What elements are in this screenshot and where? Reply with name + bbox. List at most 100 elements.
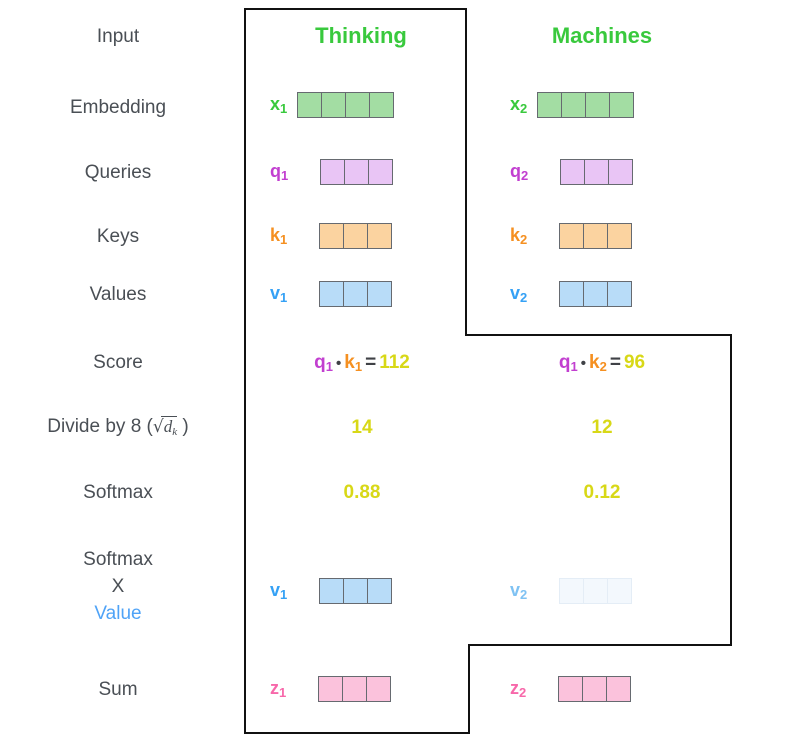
dot-product-operator: • bbox=[580, 355, 587, 372]
vector-cell bbox=[366, 676, 392, 702]
vector-tag-k1: k1 bbox=[270, 225, 287, 247]
vector-cell bbox=[344, 159, 370, 185]
vector-tag-subscript: 1 bbox=[280, 101, 288, 116]
vector-cell bbox=[609, 92, 635, 118]
vector-k2: k2 bbox=[510, 223, 633, 249]
score-k-term: k1 bbox=[344, 352, 363, 374]
vector-tag-letter: z bbox=[270, 678, 279, 698]
vector-tag-subscript: 2 bbox=[520, 101, 528, 116]
vector-x1: x1 bbox=[270, 92, 395, 118]
vector-cell bbox=[367, 578, 393, 604]
vector-tag-subscript: 2 bbox=[520, 587, 528, 602]
row-label-embedding: Embedding bbox=[69, 97, 167, 118]
vector-tag-v1: v1 bbox=[270, 283, 287, 305]
divide-result-col2: 12 bbox=[591, 417, 613, 438]
vector-cell bbox=[607, 281, 633, 307]
vector-cell bbox=[582, 676, 608, 702]
row-label-divide-by-8: Divide by 8 (√dk ) bbox=[0, 415, 236, 440]
vector-cell bbox=[368, 159, 394, 185]
vector-tag-v2-weighted: v2 bbox=[510, 580, 527, 602]
vector-cell bbox=[343, 578, 369, 604]
softmax-x-value-line3: Value bbox=[94, 602, 142, 624]
vector-cells-k2 bbox=[559, 223, 633, 249]
vector-weighted-v1: v1 bbox=[270, 578, 393, 604]
vector-cell bbox=[367, 223, 393, 249]
score-k-term: k2 bbox=[589, 352, 607, 374]
vector-tag-v1-weighted: v1 bbox=[270, 580, 287, 602]
score-result: 96 bbox=[623, 352, 646, 373]
vector-cell bbox=[345, 92, 371, 118]
vector-cell bbox=[583, 223, 609, 249]
vector-cell bbox=[319, 578, 345, 604]
vector-v2: v2 bbox=[510, 281, 633, 307]
dk-subscript: k bbox=[172, 426, 178, 438]
vector-weighted-v2: v2 bbox=[510, 578, 633, 604]
score-q-term: q1 bbox=[558, 352, 578, 374]
vector-cell bbox=[607, 223, 633, 249]
vector-tag-x2: x2 bbox=[510, 94, 527, 116]
vector-tag-letter: q bbox=[270, 161, 281, 181]
row-label-softmax: Softmax bbox=[83, 482, 153, 503]
vector-cell bbox=[559, 223, 585, 249]
row-label-score: Score bbox=[93, 352, 143, 373]
vector-q1: q1 bbox=[270, 159, 394, 185]
vector-tag-subscript: 2 bbox=[520, 232, 528, 247]
softmax-x-value-line1: Softmax bbox=[83, 549, 153, 570]
column-heading-machines: Machines bbox=[551, 23, 653, 48]
vector-tag-letter: v bbox=[510, 283, 521, 303]
vector-cell bbox=[559, 281, 585, 307]
vector-cells-v1-weighted bbox=[319, 578, 393, 604]
softmax-result-col1: 0.88 bbox=[343, 482, 381, 503]
row-label-sum: Sum bbox=[98, 679, 138, 700]
row-label-keys: Keys bbox=[96, 226, 140, 247]
vector-cell bbox=[583, 578, 609, 604]
vector-tag-subscript: 2 bbox=[519, 685, 527, 700]
vector-cell bbox=[607, 578, 633, 604]
score-q-term: q1 bbox=[314, 352, 333, 374]
dk-variable: d bbox=[163, 417, 173, 436]
vector-cell bbox=[297, 92, 323, 118]
row-label-queries: Queries bbox=[84, 162, 152, 183]
vector-cell bbox=[585, 92, 611, 118]
vector-x2: x2 bbox=[510, 92, 635, 118]
vector-tag-letter: v bbox=[270, 580, 281, 600]
vector-tag-letter: z bbox=[510, 678, 519, 698]
vector-tag-letter: k bbox=[510, 225, 521, 245]
divide-label-close: ) bbox=[182, 416, 189, 437]
vector-tag-subscript: 1 bbox=[280, 587, 288, 602]
vector-tag-k2: k2 bbox=[510, 225, 527, 247]
equals-operator: = bbox=[365, 352, 377, 373]
vector-cells-x2 bbox=[537, 92, 635, 118]
vector-cells-v2-weighted bbox=[559, 578, 633, 604]
vector-tag-q2: q2 bbox=[510, 161, 528, 183]
row-label-softmax-times-value: Softmax X Value bbox=[0, 547, 236, 628]
vector-z1: z1 bbox=[270, 676, 392, 702]
vector-cells-x1 bbox=[297, 92, 395, 118]
vector-tag-q1: q1 bbox=[270, 161, 288, 183]
vector-cells-q2 bbox=[560, 159, 634, 185]
vector-tag-x1: x1 bbox=[270, 94, 287, 116]
vector-cell bbox=[319, 223, 345, 249]
radical-sign: √ bbox=[152, 417, 164, 437]
vector-cell bbox=[369, 92, 395, 118]
vector-tag-subscript: 1 bbox=[280, 290, 288, 305]
row-label-input: Input bbox=[96, 26, 140, 47]
softmax-result-col2: 0.12 bbox=[583, 482, 621, 503]
vector-q2: q2 bbox=[510, 159, 634, 185]
equals-operator: = bbox=[609, 352, 621, 373]
vector-cell bbox=[321, 92, 347, 118]
vector-cell bbox=[537, 92, 563, 118]
vector-cell bbox=[606, 676, 632, 702]
row-label-values: Values bbox=[89, 284, 147, 305]
vector-cell bbox=[583, 281, 609, 307]
vector-tag-v2: v2 bbox=[510, 283, 527, 305]
vector-cells-q1 bbox=[320, 159, 394, 185]
score-result: 112 bbox=[379, 352, 410, 373]
vector-cell bbox=[318, 676, 344, 702]
vector-tag-subscript: 2 bbox=[521, 168, 529, 183]
vector-k1: k1 bbox=[270, 223, 393, 249]
vector-z2: z2 bbox=[510, 676, 632, 702]
vector-cells-v1 bbox=[319, 281, 393, 307]
vector-cell bbox=[367, 281, 393, 307]
vector-tag-subscript: 1 bbox=[279, 685, 287, 700]
